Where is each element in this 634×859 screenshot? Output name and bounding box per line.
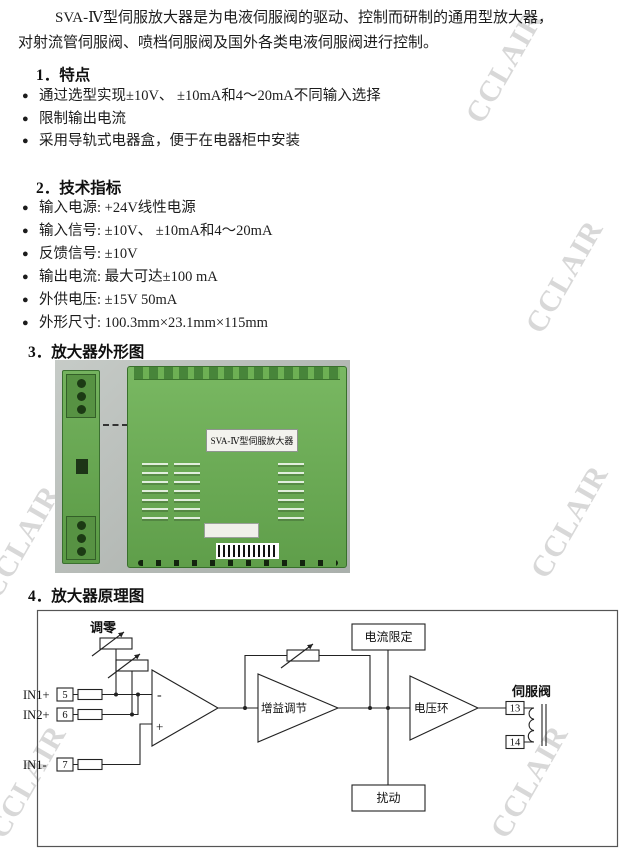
bullet-icon: ●	[22, 90, 29, 102]
photo-main-module: SVA-Ⅳ型伺服放大器	[127, 366, 347, 568]
opamp-plus: +	[156, 719, 163, 734]
terminal-dot	[76, 547, 86, 556]
spec-text: 反馈信号: ±10V	[39, 246, 138, 262]
bullet-icon: ●	[22, 225, 29, 237]
schematic-labels: 调零 电流限定 增益调节 电压环 伺服阀 扰动 - + IN1+ IN2+ IN…	[23, 620, 551, 805]
opamp-triangle	[151, 669, 220, 747]
terminal-block	[66, 516, 96, 560]
pointer-dashes	[103, 424, 128, 426]
bullet-icon: ●	[22, 248, 29, 260]
current-limit-label: 电流限定	[364, 629, 412, 644]
maker-label	[204, 523, 259, 538]
junction-dots	[114, 692, 390, 717]
spec-text: 输出电流: 最大可达±100 mA	[39, 269, 218, 285]
section-title-specs: 2．技术指标	[36, 180, 122, 197]
terminal-grid	[142, 463, 168, 521]
list-item: ● 输入信号: ±10V、 ±10mA和4～20mA	[22, 220, 272, 243]
terminal-dot	[76, 534, 86, 543]
module-slot	[76, 459, 88, 474]
input-label-in2p: IN2+	[23, 708, 50, 722]
bullet-icon: ●	[22, 294, 29, 306]
connector-row	[134, 367, 340, 380]
schematic-shapes	[56, 623, 547, 812]
features-list: ●通过选型实现±10V、 ±10mA和4～20mA不同输入选择 ●限制输出电流 …	[22, 85, 381, 153]
schematic-frame	[36, 609, 619, 848]
module-label: SVA-Ⅳ型伺服放大器	[206, 429, 298, 452]
bullet-icon: ●	[22, 317, 29, 329]
terminal-dot	[76, 521, 86, 530]
disturbance-label: 扰动	[376, 791, 400, 805]
terminal-number-13: 13	[510, 704, 521, 715]
terminal-dot	[76, 392, 86, 401]
amplifier-photo: SVA-Ⅳ型伺服放大器	[55, 360, 350, 573]
list-item: ● 采用导轨式电器盒，便于在电器柜中安装	[22, 130, 381, 153]
terminal-block	[66, 374, 96, 418]
intro-line-2: 对射流管伺服阀、喷档伺服阀及国外各类电液伺服阀进行控制。	[18, 35, 439, 51]
watermark: CCLAIR	[524, 459, 615, 584]
input-label-in1n: IN1-	[23, 758, 47, 772]
section-title-schematic: 4．放大器原理图	[28, 588, 145, 605]
terminal-number-6: 6	[62, 710, 67, 721]
spec-text: 输入电源: +24V线性电源	[39, 200, 196, 216]
list-item: ● 外形尺寸: 100.3mm×23.1mm×115mm	[22, 312, 272, 335]
feature-text: 采用导轨式电器盒，便于在电器柜中安装	[39, 133, 300, 149]
list-item: ● 输入电源: +24V线性电源	[22, 197, 272, 220]
screw-dots	[138, 560, 338, 566]
pot-arrow	[280, 643, 314, 669]
section-title-appearance: 3．放大器外形图	[28, 344, 145, 361]
spec-text: 输入信号: ±10V、 ±10mA和4～20mA	[39, 223, 273, 239]
barcode	[216, 543, 279, 559]
list-item: ● 通过选型实现±10V、 ±10mA和4～20mA不同输入选择	[22, 85, 381, 108]
schematic-diagram: 调零 电流限定 增益调节 电压环 伺服阀 扰动 - + IN1+ IN2+ IN…	[23, 609, 619, 848]
spec-text: 外供电压: ±15V 50mA	[39, 292, 178, 308]
input-label-in1p: IN1+	[23, 688, 50, 702]
terminal-dot	[76, 379, 86, 388]
terminal-dot	[76, 405, 86, 414]
spec-text: 外形尺寸: 100.3mm×23.1mm×115mm	[39, 315, 268, 331]
bullet-icon: ●	[22, 112, 29, 125]
potentiometer	[99, 637, 133, 650]
watermark: CCLAIR	[519, 214, 610, 339]
list-item: ● 反馈信号: ±10V	[22, 243, 272, 266]
opamp-minus: -	[157, 688, 162, 703]
bullet-icon: ●	[22, 202, 29, 214]
terminal-grid	[278, 463, 304, 521]
resistor	[77, 708, 103, 721]
list-item: ● 限制输出电流	[22, 108, 381, 131]
bullet-icon: ●	[22, 135, 29, 147]
bullet-icon: ●	[22, 271, 29, 283]
terminal-number-5: 5	[62, 690, 67, 701]
list-item: ● 外供电压: ±15V 50mA	[22, 289, 272, 312]
section-title-features: 1．特点	[36, 67, 91, 84]
gain-label: 增益调节	[261, 701, 307, 715]
resistor	[77, 758, 103, 771]
zero-adjust-label: 调零	[90, 620, 117, 635]
feature-text: 通过选型实现±10V、 ±10mA和4～20mA不同输入选择	[39, 88, 381, 104]
specs-list: ● 输入电源: +24V线性电源 ● 输入信号: ±10V、 ±10mA和4～20m…	[22, 197, 272, 335]
voltage-loop-label: 电压环	[414, 702, 449, 715]
pot-arrow	[107, 653, 141, 679]
list-item: ● 输出电流: 最大可达±100 mA	[22, 266, 272, 289]
wires	[73, 649, 534, 785]
intro-line-1: SVA-Ⅳ型伺服放大器是为电液伺服阀的驱动、控制而研制的通用型放大器，	[55, 10, 554, 26]
terminal-grid	[174, 463, 200, 521]
photo-left-module	[62, 370, 100, 564]
potentiometer	[115, 659, 149, 672]
coil-core	[541, 704, 547, 746]
resistor	[77, 688, 103, 701]
feature-text: 限制输出电流	[39, 110, 126, 127]
terminal-number-14: 14	[510, 738, 521, 749]
terminal-number-7: 7	[62, 760, 67, 771]
pot-arrow	[91, 631, 125, 657]
coil-icon	[527, 707, 535, 743]
servo-valve-label: 伺服阀	[511, 684, 551, 699]
